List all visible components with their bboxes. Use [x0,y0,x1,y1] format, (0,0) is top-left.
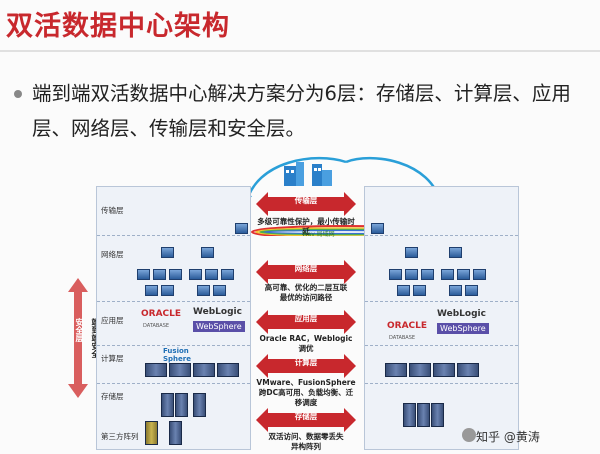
center-network-desc-1: 高可靠、优化的二层互联 [264,283,348,292]
websphere-logo: WebSphere [193,321,245,332]
center-compute-desc-1: VMware、FusionSphere [256,378,356,387]
storage-array-icon [403,403,416,427]
center-network-desc-2: 最优的访问路径 [279,293,333,302]
left-app-label: 应用层 [101,316,124,325]
bullet-dot-icon [14,90,22,98]
switch-icon [449,285,462,296]
left-datacenter-panel: 传输层 网络层 应用层 计算层 存储层 第三方阵列 ORACLE DATABAS… [96,186,251,450]
watermark-icon [462,428,476,442]
switch-icon [145,285,158,296]
app-arrow-icon [256,310,356,334]
switch-icon [161,285,174,296]
watermark-text: 知乎 @黄涛 [476,430,540,444]
oracle-logo: ORACLE [141,309,182,319]
websphere-logo: WebSphere [437,323,489,334]
switch-icon [421,269,434,280]
switch-icon [473,269,486,280]
oracle-sub-logo: DATABASE [143,323,170,329]
center-network-name: 网络层 [294,264,318,273]
center-compute-desc-2: 跨DC高可用、负载均衡、迁 [258,388,354,397]
network-arrow-icon [256,260,356,284]
switch-icon [153,269,166,280]
storage-array-icon [431,403,444,427]
server-icon [433,363,455,377]
switch-icon [389,269,402,280]
left-thirdparty-label: 第三方阵列 [101,432,139,441]
left-storage-label: 存储层 [101,392,124,401]
switch-icon [413,285,426,296]
storage-array-icon [193,393,206,417]
center-app-name: 应用层 [294,314,318,323]
switch-icon [197,285,210,296]
switch-icon [205,269,218,280]
storage-array-icon [417,403,430,427]
switch-icon [189,269,202,280]
router-icon [371,223,384,234]
center-storage-desc-1: 双活访问、数据零丢失 [268,432,344,441]
server-icon [217,363,239,377]
center-compute-name: 计算层 [294,358,318,367]
storage-array-icon [161,393,174,417]
title-rule [0,50,600,52]
weblogic-logo: WebLogic [437,309,486,319]
switch-icon [169,269,182,280]
architecture-diagram: 传输层 网络层 应用层 计算层 存储层 第三方阵列 ORACLE DATABAS… [96,156,592,454]
security-arrow-icon [68,278,88,398]
thirdparty-array-icon [145,421,158,445]
switch-icon [441,269,454,280]
oracle-sub-logo: DATABASE [389,335,416,341]
transport-arrow-icon [256,192,356,216]
slide-title: 双活数据中心架构 [6,11,230,42]
weblogic-logo: WebLogic [193,307,242,317]
security-layer-label: 安全层 [75,318,84,342]
bullet-text: 端到端双活数据中心解决方案分为6层：存储层、计算层、应用层、网络层、传输层和安全… [32,82,571,140]
switch-icon [465,285,478,296]
left-compute-label: 计算层 [101,354,124,363]
server-icon [169,363,191,377]
switch-icon [201,247,214,258]
datacenter-buildings-icon [284,162,332,186]
server-icon [145,363,167,377]
fiber-label: Wav 局域网 [302,231,335,238]
switch-icon [161,247,174,258]
compute-arrow-icon [256,354,356,378]
center-transport-name: 传输层 [294,196,318,205]
center-compute-desc-3: 移调度 [294,398,318,407]
switch-icon [221,269,234,280]
center-storage-desc-2: 异构阵列 [291,442,321,451]
switch-icon [457,269,470,280]
left-network-label: 网络层 [101,250,124,259]
router-icon [235,223,248,234]
server-icon [385,363,407,377]
oracle-logo: ORACLE [387,321,428,331]
center-transport-desc: 多级可靠性保护，最小传输时延 [257,217,355,236]
right-datacenter-panel: ORACLE DATABASE WebLogic WebSphere [364,186,519,450]
switch-icon [449,247,462,258]
switch-icon [405,247,418,258]
center-app-desc: Oracle RAC，Weblogic调优 [259,334,353,353]
server-icon [193,363,215,377]
server-icon [409,363,431,377]
storage-array-icon [175,393,188,417]
switch-icon [213,285,226,296]
center-storage-name: 存储层 [294,412,318,421]
left-transport-label: 传输层 [101,206,124,215]
switch-icon [397,285,410,296]
switch-icon [405,269,418,280]
server-icon [457,363,479,377]
security-sub-label: 端到端安全 [90,318,101,358]
switch-icon [137,269,150,280]
storage-arrow-icon [256,408,356,432]
storage-array-icon [169,421,182,445]
